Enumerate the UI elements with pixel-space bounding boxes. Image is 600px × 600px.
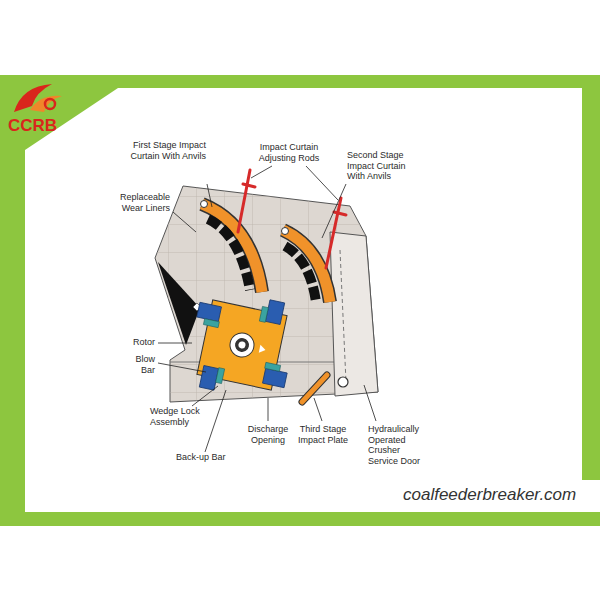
green-frame — [0, 75, 600, 526]
white-panel — [25, 88, 600, 512]
service-door — [330, 232, 378, 396]
second-anvils — [285, 246, 316, 302]
logo-text: CCRB — [8, 116, 88, 136]
watermark: coalfeederbreaker.com — [403, 485, 597, 505]
part-label: Impact Curtain Adjusting Rods — [250, 142, 328, 163]
door-hinge — [338, 377, 348, 387]
wear-liner — [158, 262, 200, 345]
part-label: Second Stage Impact Curtain With Anvils — [347, 150, 419, 182]
part-label: Wedge Lock Assembly — [150, 406, 210, 427]
part-label: Discharge Opening — [238, 424, 298, 445]
part-label: Third Stage Impact Plate — [292, 424, 354, 445]
logo-icon — [14, 84, 62, 112]
part-label: Blow Bar — [120, 354, 155, 375]
adjusting-rods — [238, 170, 346, 268]
third-plate — [302, 375, 327, 402]
first-anvils — [208, 219, 250, 290]
second-curtain — [283, 230, 330, 302]
part-label: First Stage Impact Curtain With Anvils — [128, 140, 206, 161]
crusher-housing — [155, 186, 378, 402]
first-curtain — [202, 204, 262, 292]
part-label: Replaceable Wear Liners — [100, 192, 170, 213]
part-label: Hydraulically Operated Crusher Service D… — [368, 424, 432, 466]
part-label: Back-up Bar — [176, 452, 238, 463]
rotor — [183, 286, 302, 405]
part-label: Rotor — [105, 337, 155, 348]
